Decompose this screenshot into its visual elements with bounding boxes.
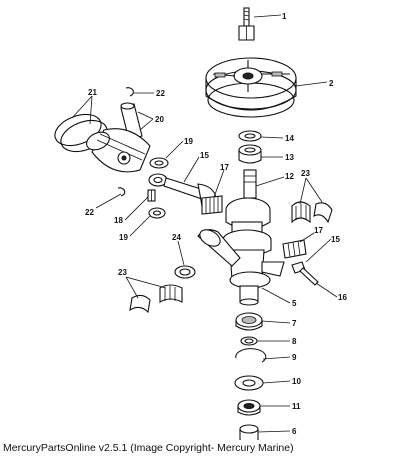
part-needle-bearing [147,189,156,202]
part-washer-24 [174,265,196,279]
part-snap-ring-lower [117,187,126,197]
callout-10: 10 [292,377,301,386]
callout-2: 2 [329,79,334,88]
part-screw [291,261,319,286]
callout-17-lower: 17 [314,226,323,235]
part-bolt [238,7,255,41]
callout-labels: 1 2 22 21 20 19 15 14 13 12 17 22 18 19 … [85,12,347,436]
callout-1: 1 [282,12,287,21]
callout-5: 5 [292,299,297,308]
callout-8: 8 [292,337,297,346]
part-washer-lower [148,207,166,219]
exploded-parts-diagram: 1 2 22 21 20 19 15 14 13 12 17 22 18 19 … [54,7,347,440]
part-seal-ring [240,336,258,346]
callout-20: 20 [155,115,164,124]
callout-18: 18 [114,216,123,225]
callout-13: 13 [285,153,294,162]
callout-22-lower: 22 [85,208,94,217]
part-snap-ring-top [125,87,134,97]
callout-23-left: 23 [118,268,127,277]
part-oil-seal [237,399,261,416]
part-bearing-cage-upper [201,195,223,215]
part-connecting-rod-lower [197,229,285,277]
part-washer-upper [149,157,169,169]
part-crankshaft [222,169,272,306]
part-cylinder-head [205,57,297,118]
callout-9: 9 [292,353,297,362]
part-bearing-halves-left [129,284,183,314]
callout-7: 7 [292,319,297,328]
callout-17-upper: 17 [220,163,229,172]
part-lower-bearing [235,312,263,331]
part-piston-pin [120,102,143,141]
part-piston [86,128,151,173]
callout-11: 11 [292,402,301,411]
part-bushing [239,424,259,440]
callout-24: 24 [172,233,181,242]
callout-16: 16 [338,293,347,302]
part-snap-ring-9 [235,348,267,363]
callout-22-top: 22 [156,89,165,98]
callout-6: 6 [292,427,297,436]
part-top-bearing [238,144,262,164]
callout-15-lower: 15 [331,235,340,244]
callout-19-lower: 19 [119,233,128,242]
callout-12: 12 [285,172,294,181]
callout-15-upper: 15 [200,151,209,160]
callout-21: 21 [88,88,97,97]
callout-23-right: 23 [301,169,310,178]
callout-14: 14 [285,134,294,143]
leader-lines [71,14,338,433]
part-bearing-cage-lower [282,239,307,259]
part-washer-10 [234,375,264,391]
part-bearing-halves-right [291,201,333,224]
callout-19-upper: 19 [184,137,193,146]
copyright-caption: MercuryPartsOnline v2.5.1 (Image Copyrig… [3,442,294,454]
part-top-seal [238,130,262,142]
